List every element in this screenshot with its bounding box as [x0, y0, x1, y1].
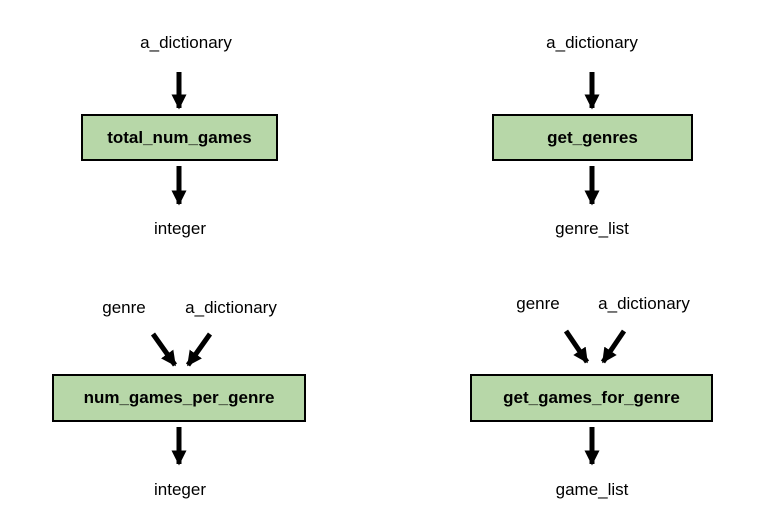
- output-label-integer: integer: [154, 219, 206, 238]
- arrow-genre-num-games-per-genre: [150, 332, 178, 367]
- output-label-integer: integer: [154, 480, 206, 499]
- function-box-get-games-for-genre: get_games_for_genre: [470, 374, 713, 422]
- input-label-a-dictionary: a_dictionary: [140, 33, 232, 52]
- function-box-get-genres: get_genres: [492, 114, 693, 161]
- input-label-genre: genre: [516, 294, 560, 313]
- input-label-a-dictionary: a_dictionary: [185, 298, 277, 317]
- input-label-a-dictionary: a_dictionary: [598, 294, 690, 313]
- arrow-dict-num-games-per-genre: [185, 332, 213, 367]
- input-label-a-dictionary: a_dictionary: [546, 33, 638, 52]
- function-box-num-games-per-genre: num_games_per_genre: [52, 374, 306, 422]
- arrow-genre-get-games-for-genre: [563, 329, 590, 364]
- output-label-genre-list: genre_list: [555, 219, 629, 238]
- input-label-genre: genre: [102, 298, 146, 317]
- output-label-game-list: game_list: [555, 480, 629, 499]
- function-box-total-num-games: total_num_games: [81, 114, 278, 161]
- arrow-dict-get-games-for-genre: [600, 329, 627, 364]
